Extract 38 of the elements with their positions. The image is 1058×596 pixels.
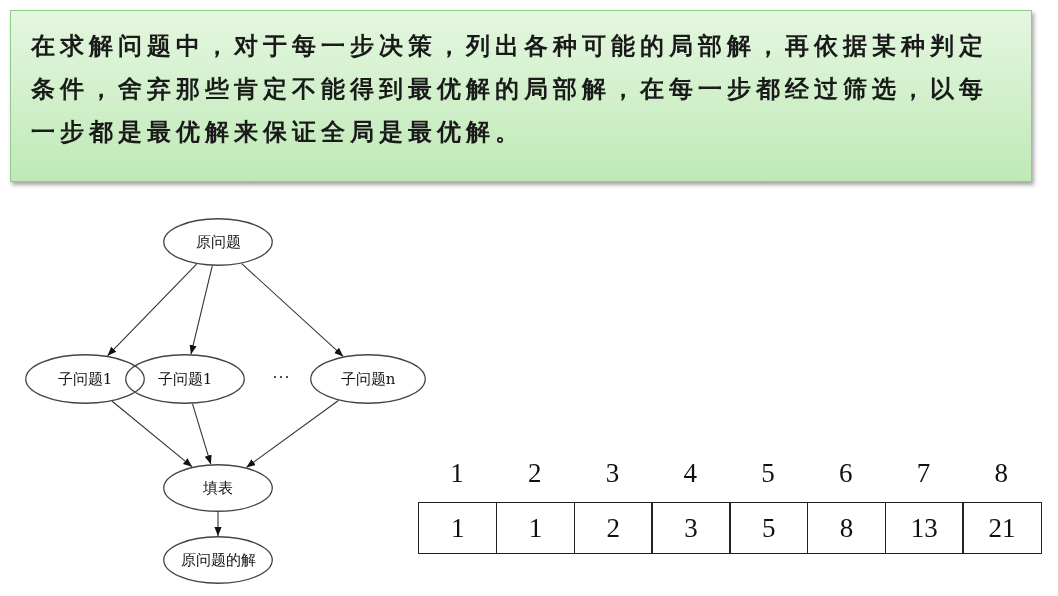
index-label: 2: [526, 458, 543, 489]
table-cell: 13: [884, 502, 964, 554]
index-label: 7: [915, 458, 932, 489]
index-label: 4: [682, 458, 698, 489]
note-banner: [10, 10, 1032, 182]
arrow: [106, 263, 198, 357]
ellipse-node: [163, 464, 273, 512]
node-label: 子问题1: [157, 369, 213, 389]
ellipse-node: [125, 354, 245, 404]
description-text: 在求解问题中，对于每一步决策，列出各种可能的局部解，再依据某种判定条件，舍弃那些肯定不能得到最优解的局部解，在每一步都经过筛选，以每一步都是最优解来保证全局是最优解。: [31, 31, 989, 148]
index-label: 8: [993, 458, 1009, 489]
node-label: 子问题1: [57, 369, 113, 389]
arrow: [245, 399, 339, 468]
table-cell: 2: [573, 502, 653, 554]
arrow: [191, 403, 212, 465]
ellipse-node: [310, 354, 426, 404]
table-cell: 8: [806, 502, 886, 554]
ellipse-node: [163, 536, 273, 584]
node-label: 填表: [203, 478, 233, 498]
table-cell: 3: [651, 502, 731, 554]
index-label: 6: [837, 458, 854, 489]
ellipse-node: [163, 218, 273, 266]
node-label: 原问题的解: [180, 550, 256, 570]
table-cell: 21: [962, 502, 1042, 554]
table-cell: 1: [495, 502, 575, 554]
index-label: 5: [760, 458, 776, 489]
arrow: [189, 265, 213, 355]
table-cell: 1: [418, 502, 498, 554]
ellipse-node: [25, 354, 145, 404]
arrow: [214, 511, 222, 537]
node-label: 原问题: [195, 232, 241, 252]
ellipsis-text: ...: [272, 364, 292, 382]
table-cell: 5: [729, 502, 809, 554]
node-label: 子问题n: [340, 369, 396, 389]
index-label: 3: [604, 458, 621, 489]
arrow: [111, 400, 193, 468]
arrow: [241, 263, 344, 357]
index-label: 1: [449, 458, 465, 489]
